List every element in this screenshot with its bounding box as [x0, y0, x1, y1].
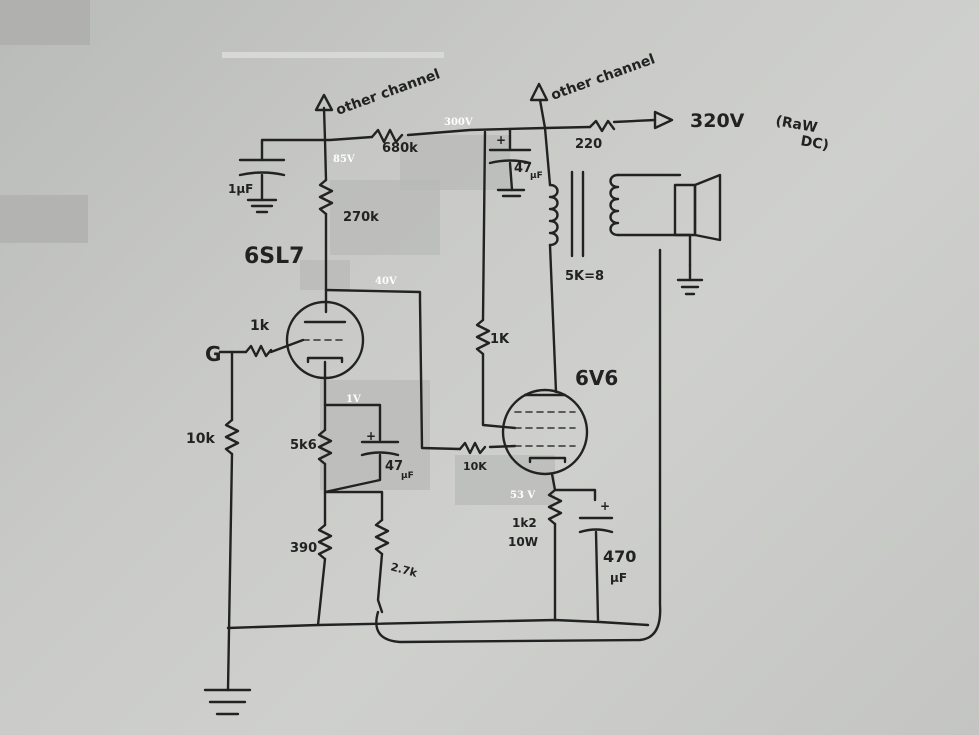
label-r-680k: 680k: [382, 141, 418, 156]
resistor-1k2: [547, 488, 563, 526]
label-r-2-7k: 2.7k: [389, 560, 419, 580]
label-input-g: G: [205, 342, 221, 366]
arrow-up-right-icon: [529, 82, 549, 102]
coupling-wire: [324, 288, 462, 451]
paper-shadow-left: [0, 195, 88, 243]
voltage-300v: 300V: [444, 117, 473, 128]
other-channel-left-lead: [322, 106, 327, 142]
label-tube-6sl7: 6SL7: [244, 244, 304, 269]
edit-patch-4: [455, 455, 555, 505]
label-r-270k: 270k: [343, 210, 379, 225]
resistor-1k-screen: [475, 318, 491, 356]
edit-patch-3: [320, 380, 430, 490]
label-other-channel-right: other channel: [549, 51, 657, 103]
label-supply-voltage: 320V: [690, 110, 745, 132]
label-tube-6v6: 6V6: [575, 366, 618, 390]
paper-shadow-top: [0, 0, 90, 45]
rail-right: [612, 118, 657, 124]
speaker-icon: [673, 183, 697, 237]
ground-bus: [226, 618, 650, 630]
label-transformer: 5K=8: [565, 269, 604, 284]
voltage-40v: 40V: [375, 276, 397, 287]
label-r-5k6: 5k6: [290, 438, 317, 453]
resistor-2-7k: [374, 518, 390, 556]
label-c-47-supply-unit: µF: [530, 171, 543, 181]
voltage-1v: 1V: [346, 394, 361, 405]
label-r-1k2-power: 10W: [508, 535, 538, 549]
tube-6v6-envelope: [501, 388, 589, 476]
label-c-470: 470: [603, 547, 636, 566]
arrow-up-left-icon: [314, 93, 334, 112]
label-c-470-unit: µF: [610, 571, 627, 585]
edit-patch-1: [330, 180, 440, 255]
resistor-5k6: [317, 428, 333, 466]
label-supply-note-1: (RaW: [774, 113, 818, 136]
tube-6v6-cathode: [528, 456, 567, 464]
ground-rail-left: [226, 452, 234, 692]
label-cap-plus-2: +: [496, 133, 506, 147]
label-cap-plus-3: +: [600, 499, 610, 513]
transformer-primary: [548, 183, 559, 247]
label-other-channel-left: other channel: [334, 66, 442, 118]
feedback-wire: [375, 248, 662, 644]
label-c-47-cathode: 47: [385, 459, 403, 474]
supply-arrow-icon: [653, 110, 674, 130]
label-r-10k: 10k: [186, 431, 215, 447]
transformer-secondary: [609, 173, 620, 237]
voltage-85v: 85V: [333, 154, 355, 165]
label-c-1uf: 1µF: [228, 182, 253, 196]
resistor-680k: [370, 128, 404, 144]
label-r-10k-grid: 10K: [463, 460, 487, 473]
label-cap-plus-1: +: [366, 429, 376, 443]
label-supply-note-2: DC): [799, 133, 830, 154]
resistor-390: [317, 523, 333, 561]
label-r-1k-screen: 1K: [490, 332, 510, 347]
label-r-1k2: 1k2: [512, 516, 537, 530]
resistor-1k-grid: [244, 344, 273, 358]
label-c-47-supply: 47: [514, 161, 532, 176]
cap-1uf-plate-bottom: [238, 171, 286, 177]
resistor-270k: [318, 178, 334, 216]
label-r-390: 390: [290, 541, 317, 556]
resistor-10k: [224, 418, 240, 456]
resistor-10k-grid: [458, 441, 487, 455]
label-r-220: 220: [575, 137, 602, 152]
label-r-1k-grid: 1k: [250, 318, 270, 334]
rail-left: [260, 135, 374, 145]
label-c-47-cathode-unit: µF: [401, 471, 414, 481]
rail-mid: [406, 125, 592, 137]
resistor-220: [588, 119, 616, 133]
tube-6sl7-cathode: [306, 356, 344, 364]
voltage-53v: 53 V: [510, 490, 535, 501]
